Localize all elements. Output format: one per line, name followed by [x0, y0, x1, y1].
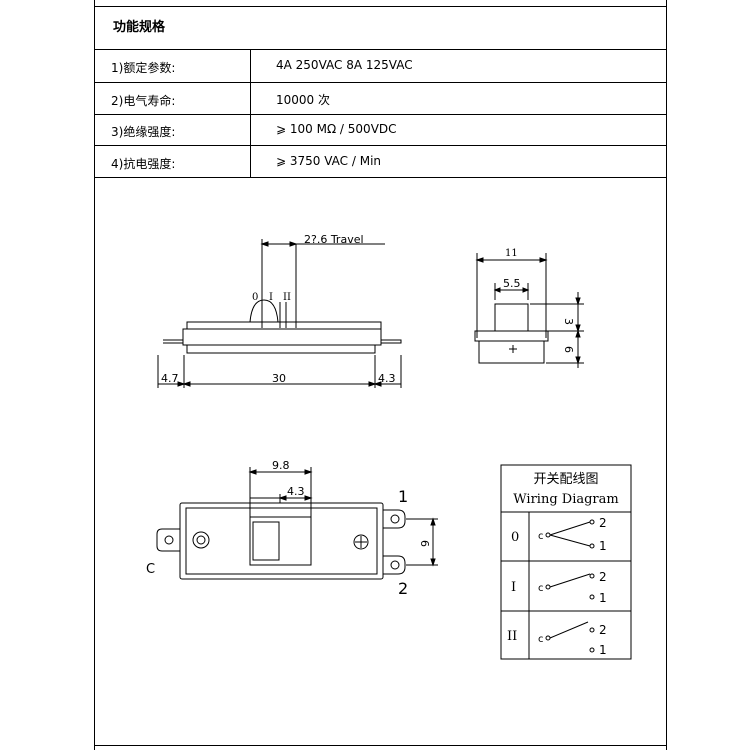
divider	[95, 114, 666, 115]
end-width-label: 11	[505, 248, 518, 259]
divider	[95, 49, 666, 50]
spec-label-insulation: 3)绝缘强度:	[111, 125, 176, 139]
wiring-pos-0: 0	[511, 530, 519, 545]
terminal-2-label: 2	[398, 579, 408, 598]
terminal-1-label: 1	[398, 487, 408, 506]
dim-right-label: 4.3	[378, 372, 396, 385]
wiring-diagram	[500, 464, 632, 660]
divider	[95, 82, 666, 83]
dim-6-label: 6	[418, 540, 431, 547]
wiring-t2-label: 2	[599, 516, 607, 530]
wiring-pos-2: II	[507, 629, 517, 644]
divider	[95, 145, 666, 146]
wiring-t2-label: 2	[599, 623, 607, 637]
spec-value-insulation: ⩾ 100 MΩ / 500VDC	[276, 122, 397, 136]
wiring-t2-label: 2	[599, 570, 607, 584]
border-bottom	[95, 745, 666, 746]
wiring-c-label: c	[538, 634, 544, 645]
end-view	[474, 253, 584, 368]
body-height-label: 6	[562, 346, 575, 353]
spec-title: 功能规格	[113, 20, 166, 35]
dim-left-label: 4.7	[161, 372, 179, 385]
position-1-label: I	[269, 292, 273, 303]
spec-label-rating: 1)额定参数:	[111, 61, 176, 75]
wiring-c-label: c	[538, 583, 544, 594]
divider	[95, 177, 666, 178]
side-view	[157, 239, 402, 388]
wiring-c-label: c	[538, 531, 544, 542]
terminal-c-label: C	[146, 562, 155, 577]
position-2-label: II	[283, 292, 291, 303]
knob-height-label: 3	[562, 318, 575, 325]
dim-body-label: 30	[272, 372, 286, 385]
wiring-pos-1: I	[511, 580, 516, 595]
wiring-title-cn: 开关配线图	[533, 472, 598, 487]
spec-label-life: 2)电气寿命:	[111, 94, 176, 108]
wiring-t1-label: 1	[599, 591, 607, 605]
dim-9-8-label: 9.8	[272, 459, 290, 472]
border-top	[95, 6, 666, 7]
position-0-label: 0	[252, 292, 258, 303]
spec-value-life: 10000 次	[276, 93, 330, 107]
spec-value-dielectric: ⩾ 3750 VAC / Min	[276, 154, 382, 168]
dim-4-3-label: 4.3	[287, 485, 305, 498]
spec-label-dielectric: 4)抗电强度:	[111, 157, 176, 171]
spec-value-rating: 4A 250VAC 8A 125VAC	[276, 58, 413, 72]
wiring-title-en: Wiring Diagram	[513, 492, 618, 507]
wiring-t1-label: 1	[599, 539, 607, 553]
wiring-t1-label: 1	[599, 643, 607, 657]
column-divider	[250, 49, 251, 177]
top-view	[156, 467, 438, 580]
travel-label: 2?.6 Travel	[304, 233, 364, 246]
knob-width-label: 5.5	[503, 277, 521, 290]
spec-sheet: 功能规格 1)额定参数: 4A 250VAC 8A 125VAC 2)电气寿命:…	[94, 0, 667, 750]
